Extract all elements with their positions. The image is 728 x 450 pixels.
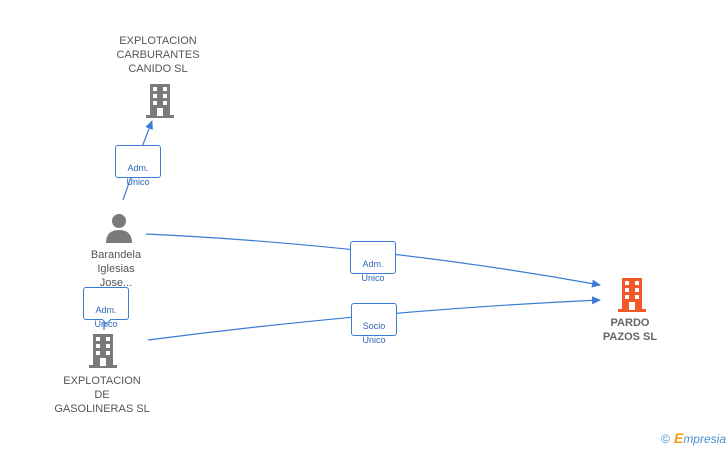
edge-label-socio-unico-pardo: Socio Único	[351, 303, 397, 345]
brand-logo-initial: E	[673, 430, 684, 446]
edge-label-text: Socio Único	[362, 321, 386, 345]
copyright-symbol: ©	[661, 432, 670, 446]
building-icon-main[interactable]	[616, 278, 648, 312]
brand-logo-text: mpresia	[683, 432, 726, 446]
building-icon[interactable]	[144, 84, 176, 118]
edge-label-adm-unico-gasolineras: Adm. Unico	[83, 287, 129, 329]
edge-label-adm-unico-carburantes: Adm. Unico	[115, 145, 161, 187]
person-label-barandela[interactable]: Barandela Iglesias Jose...	[90, 249, 142, 289]
brand-footer: ©Empresia	[661, 430, 726, 446]
company-label-explotacion-gasolineras[interactable]: EXPLOTACION DE GASOLINERAS SL	[54, 375, 150, 415]
edge-label-adm-unico-pardo: Adm. Unico	[350, 241, 396, 283]
company-label-pardo-pazos[interactable]: PARDO PAZOS SL	[602, 317, 658, 343]
edge-label-text: Adm. Unico	[126, 163, 150, 187]
company-label-explotacion-carburantes[interactable]: EXPLOTACION CARBURANTES CANIDO SL	[116, 35, 200, 75]
person-icon[interactable]	[104, 212, 134, 244]
edge-label-text: Adm. Unico	[361, 259, 385, 283]
building-icon[interactable]	[87, 334, 119, 368]
